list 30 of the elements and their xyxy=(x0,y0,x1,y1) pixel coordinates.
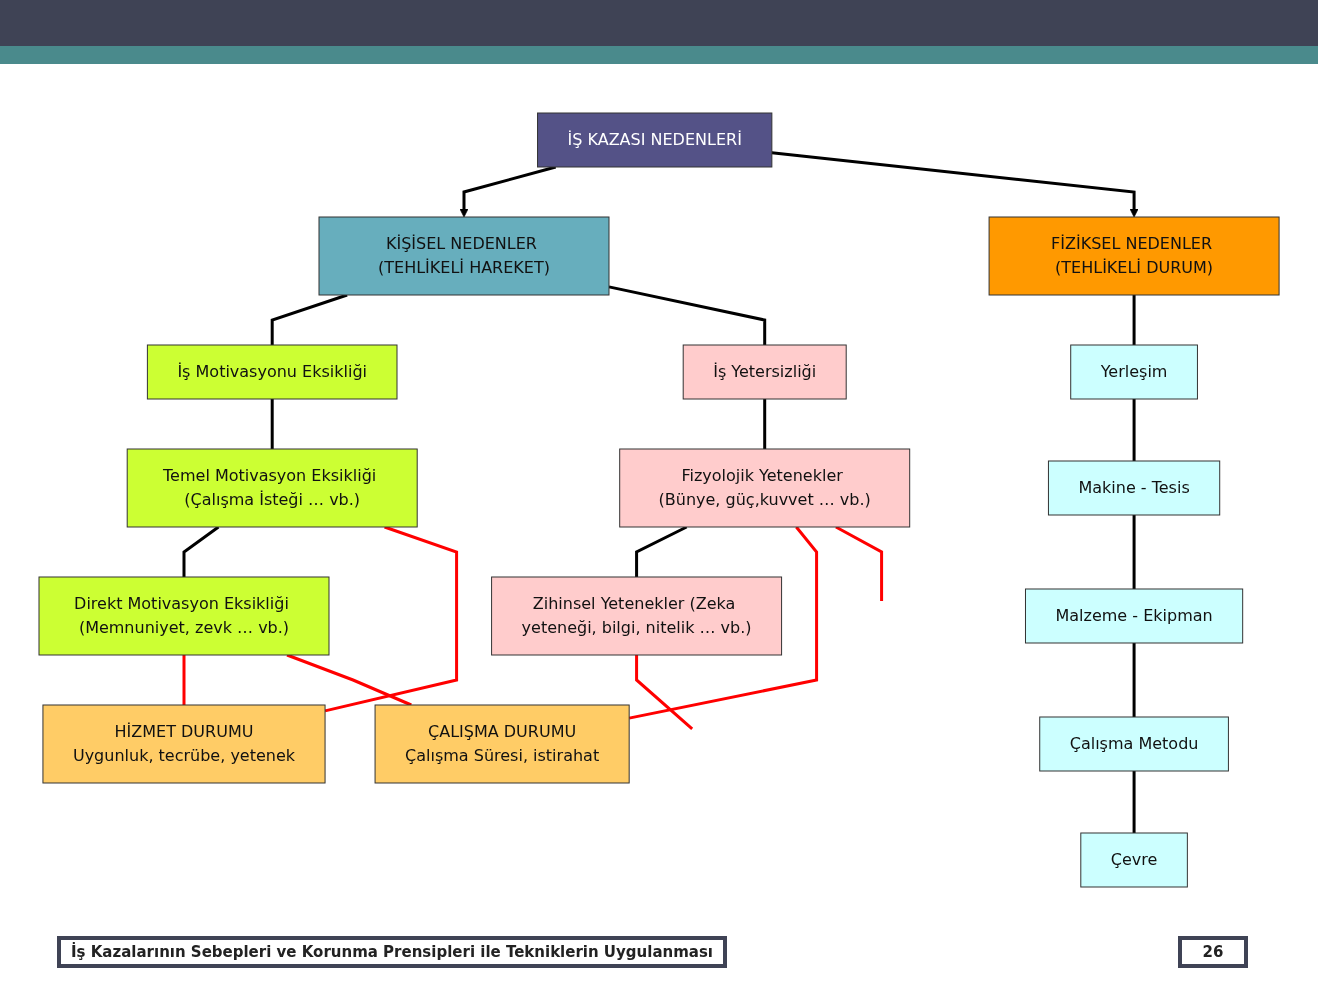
connector xyxy=(635,655,694,731)
node-box: Yerleşim xyxy=(1070,344,1198,400)
node-box: HİZMET DURUMU Uygunluk, tecrübe, yetenek xyxy=(42,704,326,784)
connector xyxy=(270,399,274,449)
arrow xyxy=(771,151,1139,218)
footer-title: İş Kazalarının Sebepleri ve Korunma Prensipleri ile Tekniklerin Uygulanması xyxy=(57,936,727,968)
node-box: Temel Motivasyon Eksikliği (Çalışma İsteği … vb.) xyxy=(126,448,418,528)
connector xyxy=(1132,515,1136,589)
connector xyxy=(763,399,767,449)
connector xyxy=(628,526,819,720)
connector xyxy=(1132,771,1136,833)
page-number: 26 xyxy=(1178,936,1248,968)
connector xyxy=(1132,399,1136,461)
connector xyxy=(1132,295,1136,345)
node-box: Direkt Motivasyon Eksikliği (Memnuniyet, zevk … vb.) xyxy=(38,576,330,656)
node-box: İş Motivasyonu Eksikliği xyxy=(146,344,398,400)
node-box: Malzeme - Ekipman xyxy=(1024,588,1244,644)
node-box: İş Yetersizliği xyxy=(682,344,847,400)
connector xyxy=(608,285,767,345)
node-box: FİZİKSEL NEDENLER (TEHLİKELİ DURUM) xyxy=(988,216,1280,296)
connector xyxy=(182,655,186,705)
node-box: KİŞİSEL NEDENLER (TEHLİKELİ HAREKET) xyxy=(318,216,610,296)
node-box: Makine - Tesis xyxy=(1047,460,1221,516)
node-box: Fizyolojik Yetenekler (Bünye, güç,kuvvet … vb.) xyxy=(619,448,911,528)
node-box: Çevre xyxy=(1080,832,1188,888)
node-box: ÇALIŞMA DURUMU Çalışma Süresi, istirahat xyxy=(374,704,630,784)
node-box: Zihinsel Yetenekler (Zeka yeteneği, bilgi, nitelik … vb.) xyxy=(491,576,783,656)
node-box: Çalışma Metodu xyxy=(1039,716,1229,772)
connector xyxy=(1132,643,1136,717)
node-box: İŞ KAZASI NEDENLERİ xyxy=(537,112,773,168)
